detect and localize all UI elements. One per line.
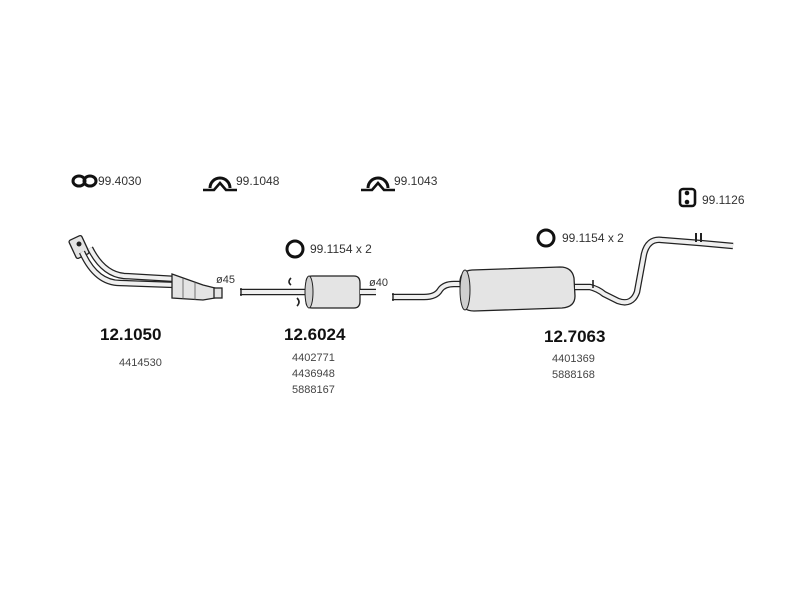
oem-ref: 4414530 <box>119 357 162 369</box>
ring-gasket-icon <box>285 239 305 259</box>
hanger-label: 99.1126 <box>702 193 745 207</box>
u-clamp-icon <box>361 176 395 192</box>
clamp-b-label: 99.1043 <box>394 174 438 188</box>
rear-silencer-drawing <box>392 233 734 312</box>
oem-ref: 5888167 <box>292 384 335 396</box>
oem-ref: 4402771 <box>292 352 335 364</box>
clamp-small-label: 99.4030 <box>98 174 142 188</box>
double-ring-clamp-icon <box>71 174 98 188</box>
gasket-2-label: 99.1154 x 2 <box>562 231 624 245</box>
oem-ref: 4436948 <box>292 368 335 380</box>
front-pipe-diameter: ø45 <box>216 274 235 286</box>
part-number-12-6024: 12.6024 <box>284 325 346 344</box>
front-pipe-drawing <box>68 234 223 301</box>
clamp-a-label: 99.1048 <box>236 174 280 188</box>
gasket-1-label: 99.1154 x 2 <box>310 242 372 256</box>
centre-silencer-drawing <box>240 275 376 309</box>
oem-ref: 4401369 <box>552 353 595 365</box>
centre-silencer-diameter: ø40 <box>369 277 388 289</box>
rubber-hanger-icon <box>678 187 697 208</box>
part-number-12-7063: 12.7063 <box>544 327 605 346</box>
part-number-12-1050: 12.1050 <box>100 325 161 344</box>
oem-ref: 5888168 <box>552 369 595 381</box>
u-clamp-icon <box>203 176 237 192</box>
ring-gasket-icon <box>536 228 556 248</box>
